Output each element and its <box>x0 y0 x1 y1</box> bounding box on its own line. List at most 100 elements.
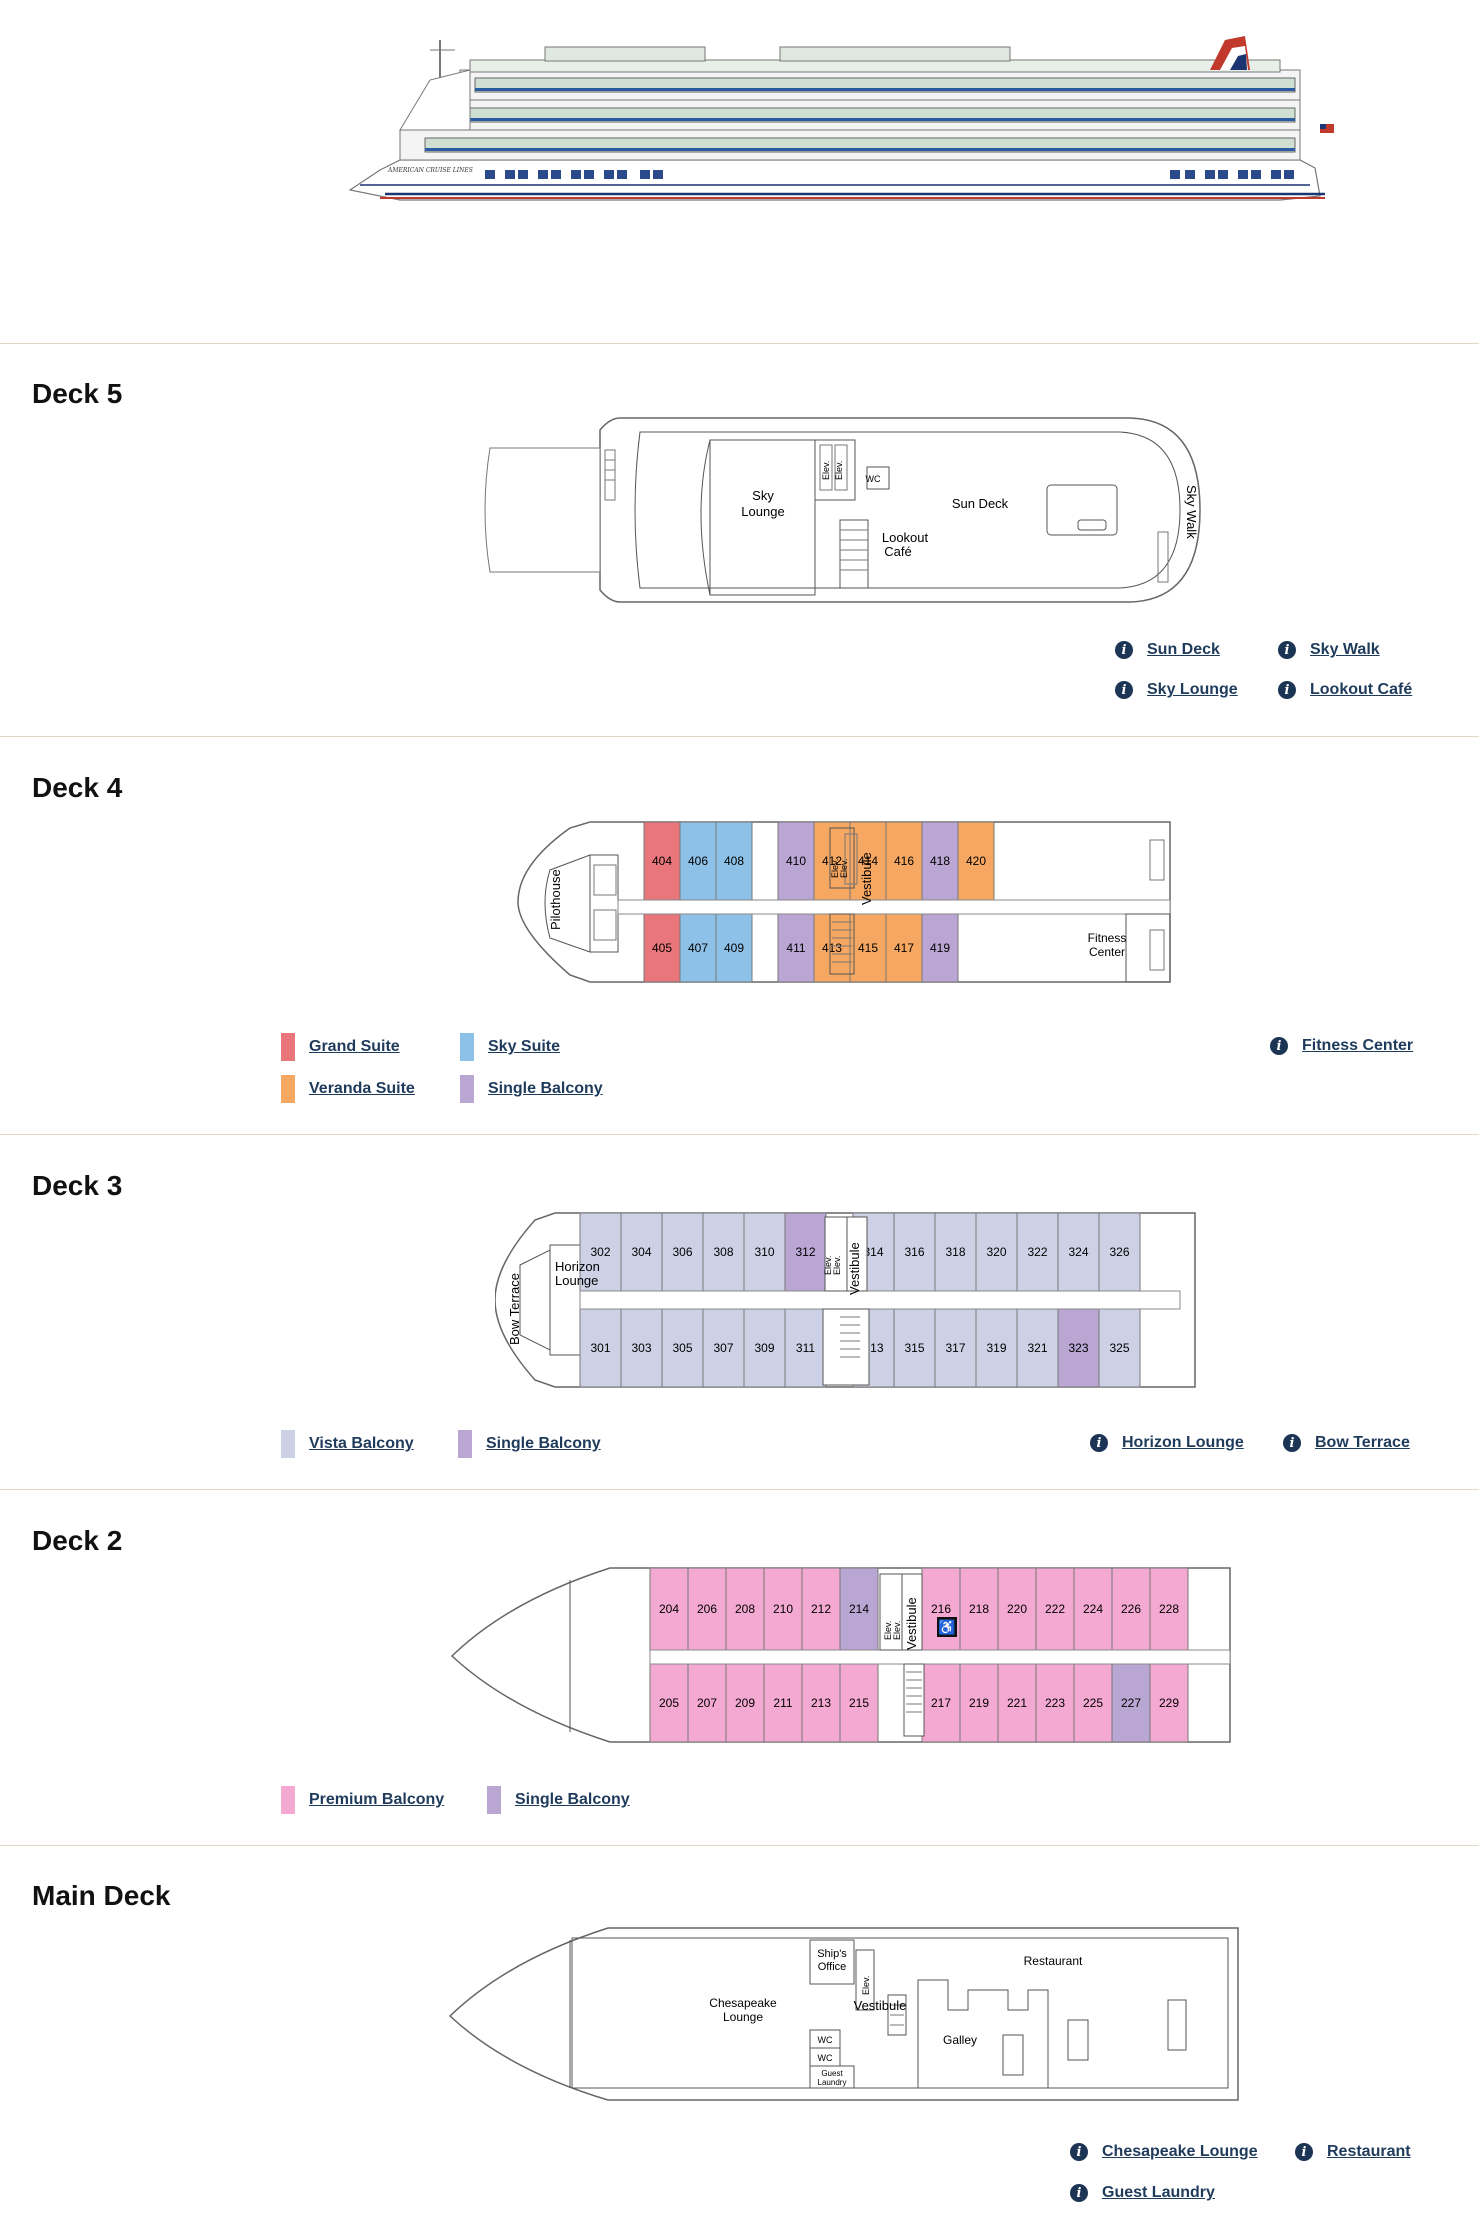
cabin-307[interactable] <box>702 1308 745 1388</box>
cabin-318[interactable] <box>934 1212 977 1292</box>
legend-veranda-suite[interactable]: Veranda Suite <box>281 1075 415 1103</box>
cabin-number: 411 <box>786 941 805 955</box>
cabin-215[interactable] <box>839 1663 879 1743</box>
fitness-center-link[interactable]: Fitness Center <box>1302 1037 1414 1054</box>
sun-deck-link[interactable]: Sun Deck <box>1147 641 1220 658</box>
cabin-410[interactable] <box>777 821 815 901</box>
cabin-211[interactable] <box>763 1663 803 1743</box>
bow-terrace-link[interactable]: Bow Terrace <box>1315 1434 1410 1451</box>
cabin-220[interactable] <box>997 1567 1037 1651</box>
cabin-217[interactable] <box>921 1663 961 1743</box>
lookout-cafe-link[interactable]: Lookout Café <box>1310 681 1413 698</box>
cabin-213[interactable] <box>801 1663 841 1743</box>
cabin-304[interactable] <box>620 1212 663 1292</box>
cabin-229[interactable] <box>1149 1663 1189 1743</box>
cabin-227[interactable] <box>1111 1663 1151 1743</box>
cabin-323[interactable] <box>1057 1308 1100 1388</box>
sky-walk-link[interactable]: Sky Walk <box>1310 641 1380 658</box>
restaurant-link[interactable]: Restaurant <box>1327 2143 1411 2160</box>
cabin-311[interactable] <box>784 1308 827 1388</box>
cabin-305[interactable] <box>661 1308 704 1388</box>
vestibule-label: Vestibule <box>859 852 874 905</box>
cabin-308[interactable] <box>702 1212 745 1292</box>
cabin-317[interactable] <box>934 1308 977 1388</box>
premium-balcony-link[interactable]: Premium Balcony <box>309 1791 445 1808</box>
cabin-204[interactable] <box>649 1567 689 1651</box>
veranda-suite-link[interactable]: Veranda Suite <box>309 1080 415 1097</box>
cabin-223[interactable] <box>1035 1663 1075 1743</box>
cabin-310[interactable] <box>743 1212 786 1292</box>
cabin-326[interactable] <box>1098 1212 1141 1292</box>
chesapeake-lounge-link[interactable]: Chesapeake Lounge <box>1102 2143 1258 2160</box>
cabin-number: 412 <box>822 854 842 868</box>
cabin-405[interactable] <box>643 913 681 983</box>
info-icon: i <box>1270 1037 1288 1055</box>
cabin-411[interactable] <box>777 913 815 983</box>
cabin-414[interactable] <box>849 821 887 901</box>
legend-single-balcony[interactable]: Single Balcony <box>487 1786 630 1814</box>
cabin-408[interactable] <box>715 821 753 901</box>
cabin-415[interactable] <box>849 913 887 983</box>
cabin-number: 306 <box>672 1245 692 1259</box>
cabin-214[interactable] <box>839 1567 879 1651</box>
cabin-210[interactable] <box>763 1567 803 1651</box>
legend-sky-suite[interactable]: Sky Suite <box>460 1033 560 1061</box>
cabin-322[interactable] <box>1016 1212 1059 1292</box>
cabin-301[interactable] <box>579 1308 622 1388</box>
cabin-417[interactable] <box>885 913 923 983</box>
cabin-316[interactable] <box>893 1212 936 1292</box>
cabin-306[interactable] <box>661 1212 704 1292</box>
cabin-413[interactable] <box>813 913 851 983</box>
single-balcony-link[interactable]: Single Balcony <box>486 1435 601 1452</box>
cabin-number: 316 <box>904 1245 924 1259</box>
single-balcony-link[interactable]: Single Balcony <box>515 1791 630 1808</box>
cabin-325[interactable] <box>1098 1308 1141 1388</box>
cabin-406[interactable] <box>679 821 717 901</box>
cabin-409[interactable] <box>715 913 753 983</box>
legend-single-balcony[interactable]: Single Balcony <box>460 1075 603 1103</box>
legend-grand-suite[interactable]: Grand Suite <box>281 1033 400 1061</box>
vista-balcony-link[interactable]: Vista Balcony <box>309 1435 414 1452</box>
grand-suite-link[interactable]: Grand Suite <box>309 1038 400 1055</box>
wc-label: WC <box>818 2053 833 2063</box>
cabin-416[interactable] <box>885 821 923 901</box>
cabin-228[interactable] <box>1149 1567 1189 1651</box>
cabin-222[interactable] <box>1035 1567 1075 1651</box>
cabin-number: 420 <box>966 854 986 868</box>
horizon-lounge-link[interactable]: Horizon Lounge <box>1122 1434 1244 1451</box>
horizon-label-2: Lounge <box>555 1273 598 1288</box>
guest-laundry-link[interactable]: Guest Laundry <box>1102 2184 1215 2201</box>
sky-lounge-link[interactable]: Sky Lounge <box>1147 681 1238 698</box>
sky-suite-link[interactable]: Sky Suite <box>488 1038 561 1055</box>
cabin-number: 325 <box>1109 1341 1129 1355</box>
legend-vista-balcony[interactable]: Vista Balcony <box>281 1430 414 1458</box>
cabin-321[interactable] <box>1016 1308 1059 1388</box>
legend-link-fitness-center[interactable]: i Fitness Center <box>1270 1037 1413 1055</box>
legend-single-balcony[interactable]: Single Balcony <box>458 1430 601 1458</box>
cabin-412[interactable] <box>813 821 851 901</box>
cabin-324[interactable] <box>1057 1212 1100 1292</box>
cabin-207[interactable] <box>687 1663 727 1743</box>
section-divider <box>0 1845 1479 1846</box>
elev-label: Elev. <box>830 859 840 878</box>
cabin-219[interactable] <box>959 1663 999 1743</box>
cabin-number: 321 <box>1027 1341 1047 1355</box>
cabin-221[interactable] <box>997 1663 1037 1743</box>
cabin-209[interactable] <box>725 1663 765 1743</box>
cabin-206[interactable] <box>687 1567 727 1651</box>
single-balcony-link[interactable]: Single Balcony <box>488 1080 603 1097</box>
legend-premium-balcony[interactable]: Premium Balcony <box>281 1786 444 1814</box>
cabin-number: 406 <box>688 854 708 868</box>
cabin-312[interactable] <box>784 1212 827 1292</box>
deck-3-title: Deck 3 <box>32 1170 123 1201</box>
cabin-418[interactable] <box>921 821 959 901</box>
